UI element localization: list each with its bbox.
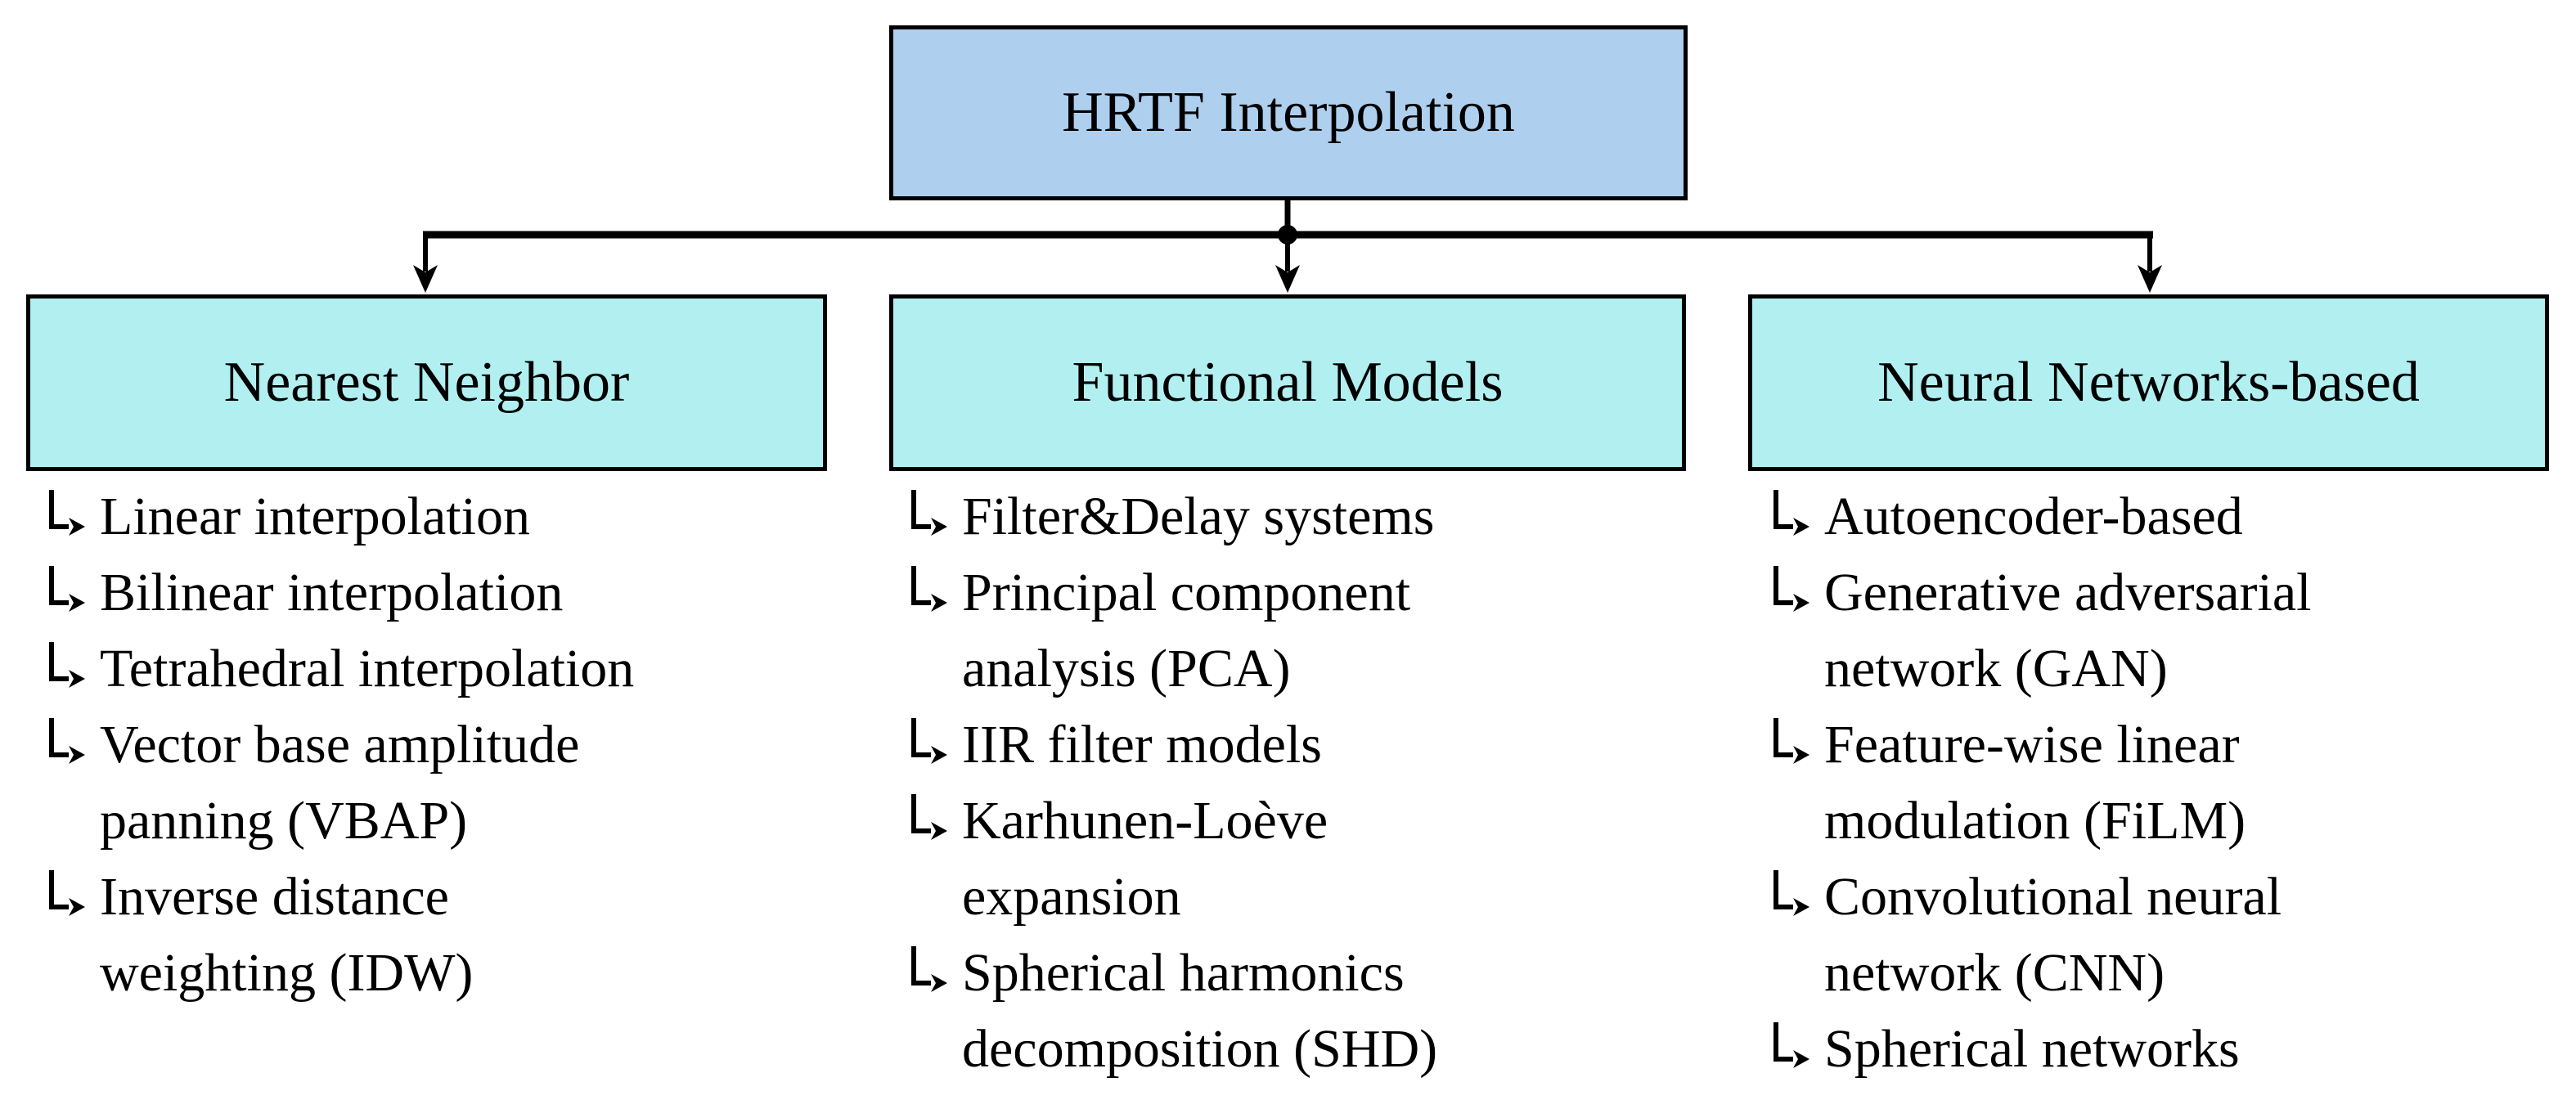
list-item: Filter&Delay systems [910, 478, 1695, 554]
list-item: IIR filter models [910, 707, 1695, 783]
method-list-nearest-neighbor: Linear interpolation Bilinear interpolat… [47, 478, 833, 1011]
branch-arrow-icon [911, 490, 947, 536]
branch-node-label: Neural Networks-based [1877, 351, 2420, 414]
branch-node-neural-networks: Neural Networks-based [1748, 294, 2549, 471]
list-item-label: Generative adversarial network (GAN) [1824, 563, 2312, 698]
branch-node-label: Nearest Neighbor [223, 351, 630, 414]
root-node-label: HRTF Interpolation [1062, 81, 1515, 144]
list-item-label: Tetrahedral interpolation [100, 639, 635, 698]
root-node-hrtf-interpolation: HRTF Interpolation [889, 25, 1688, 200]
branch-arrow-icon [911, 794, 947, 840]
list-item: Feature-wise linear modulation (FiLM) [1772, 707, 2557, 859]
branch-arrow-icon [1774, 566, 1809, 612]
list-item-label: Convolutional neural network (CNN) [1824, 867, 2282, 1003]
list-item: Autoencoder-based [1772, 478, 2557, 554]
list-item: Spherical harmonics decomposition (SHD) [910, 935, 1695, 1087]
branch-node-functional-models: Functional Models [889, 294, 1686, 471]
list-item-label: Linear interpolation [100, 487, 530, 546]
list-item: Vector base amplitude panning (VBAP) [47, 707, 833, 859]
branch-node-nearest-neighbor: Nearest Neighbor [26, 294, 827, 471]
branch-arrow-icon [1774, 718, 1809, 764]
branch-arrow-icon [49, 566, 85, 612]
list-item: Bilinear interpolation [47, 554, 833, 631]
list-item-label: Bilinear interpolation [100, 563, 564, 622]
list-item-label: Filter&Delay systems [962, 487, 1435, 546]
list-item: Tetrahedral interpolation [47, 631, 833, 707]
method-list-functional-models: Filter&Delay systems Principal component… [910, 478, 1695, 1087]
branch-arrow-icon [1774, 870, 1809, 916]
method-list-neural-networks: Autoencoder-based Generative adversarial… [1772, 478, 2557, 1087]
branch-arrow-icon [49, 870, 85, 916]
list-item: Generative adversarial network (GAN) [1772, 554, 2557, 707]
list-item-label: Karhunen-Loève expansion [962, 791, 1328, 927]
list-item: Inverse distance weighting (IDW) [47, 859, 833, 1011]
list-item: Convolutional neural network (CNN) [1772, 859, 2557, 1011]
branch-node-label: Functional Models [1072, 351, 1504, 414]
list-item: Spherical networks [1772, 1011, 2557, 1087]
list-item-label: Vector base amplitude panning (VBAP) [100, 715, 580, 851]
list-item-label: IIR filter models [962, 715, 1322, 774]
list-item-label: Spherical harmonics decomposition (SHD) [962, 943, 1438, 1079]
branch-arrow-icon [1774, 1022, 1809, 1068]
list-item: Linear interpolation [47, 478, 833, 554]
list-item-label: Spherical networks [1824, 1019, 2240, 1079]
list-item-label: Feature-wise linear modulation (FiLM) [1824, 715, 2246, 851]
list-item-label: Autoencoder-based [1824, 487, 2243, 546]
branch-arrow-icon [911, 566, 947, 612]
branch-arrow-icon [911, 946, 947, 992]
list-item: Principal component analysis (PCA) [910, 554, 1695, 707]
list-item-label: Principal component analysis (PCA) [962, 563, 1411, 698]
list-item: Karhunen-Loève expansion [910, 783, 1695, 935]
branch-arrow-icon [911, 718, 947, 764]
branch-arrow-icon [49, 718, 85, 764]
branch-arrow-icon [1774, 490, 1809, 536]
list-item-label: Inverse distance weighting (IDW) [100, 867, 474, 1003]
branch-arrow-icon [49, 642, 85, 688]
branch-arrow-icon [49, 490, 85, 536]
